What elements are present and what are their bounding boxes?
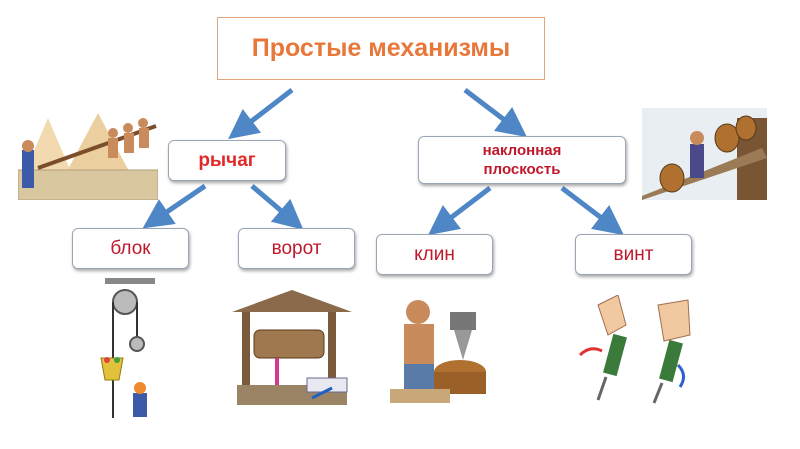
pulley-illustration	[100, 278, 155, 418]
plane-label-line1: наклонная	[482, 142, 562, 159]
node-block: блок	[72, 228, 189, 269]
screwdriver-illustration	[578, 295, 691, 404]
barrel-ramp-illustration	[642, 108, 767, 200]
node-screw-label: винт	[613, 243, 654, 265]
pyramid-lever-illustration	[18, 113, 158, 200]
title-text: Простые механизмы	[251, 34, 511, 62]
node-block-label: блок	[110, 237, 151, 259]
node-inclined-plane-label: наклонная плоскость	[483, 141, 562, 179]
node-lever-label: рычаг	[198, 149, 256, 171]
arrow-lever-to-gate	[250, 184, 304, 230]
node-wedge-label: клин	[414, 243, 455, 265]
node-lever: рычаг	[168, 140, 286, 181]
node-gate: ворот	[238, 228, 355, 269]
node-screw: винт	[575, 234, 692, 275]
node-inclined-plane: наклонная плоскость	[418, 136, 626, 184]
arrow-title-to-plane	[463, 88, 527, 138]
arrow-title-to-lever	[228, 88, 294, 140]
plane-label-line2: плоскость	[483, 161, 561, 178]
node-gate-label: ворот	[271, 237, 322, 259]
node-wedge: клин	[376, 234, 493, 275]
arrow-lever-to-block	[142, 183, 207, 229]
well-windlass-illustration	[232, 290, 352, 405]
arrow-plane-to-wedge	[428, 186, 492, 236]
wedge-splitting-illustration	[390, 300, 486, 403]
arrow-plane-to-screw	[560, 186, 624, 236]
page-title: Простые механизмы	[217, 17, 545, 80]
